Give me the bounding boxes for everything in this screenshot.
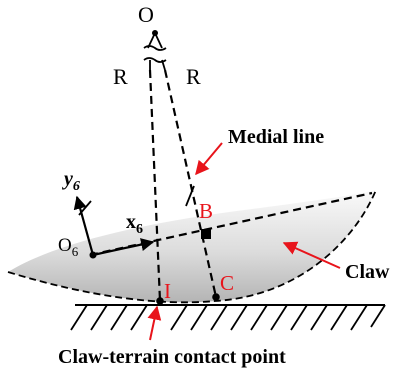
arrow-claw — [282, 241, 341, 269]
label-point-c: C — [220, 271, 234, 295]
arrow-contact-point — [147, 305, 162, 341]
frame-o6 — [73, 195, 155, 259]
y-axis-tick — [78, 200, 92, 216]
medial-line-tick — [185, 185, 195, 207]
label-radius-left: R — [113, 64, 128, 89]
origin-o6-point — [89, 251, 97, 259]
label-x-axis: x6 — [126, 211, 143, 237]
point-b-marker — [201, 229, 211, 239]
point-i-marker — [156, 297, 164, 305]
label-radius-right: R — [186, 64, 201, 89]
arrow-medial-line — [195, 142, 223, 176]
medial-line — [89, 191, 373, 257]
point-c-marker — [212, 293, 220, 301]
label-y-axis: y6 — [62, 168, 80, 194]
label-point-i: I — [164, 279, 171, 303]
label-claw: Claw — [345, 261, 390, 283]
label-origin-frame: O6 — [58, 235, 79, 259]
break-symbol-upper — [143, 45, 167, 51]
label-contact-point: Claw-terrain contact point — [58, 346, 286, 368]
claw-body — [8, 190, 376, 303]
ground — [70, 304, 386, 331]
label-origin-top: O — [138, 2, 154, 27]
claw-lower-boundary — [7, 189, 377, 304]
label-medial-line: Medial line — [228, 126, 324, 148]
label-point-b: B — [199, 199, 213, 223]
